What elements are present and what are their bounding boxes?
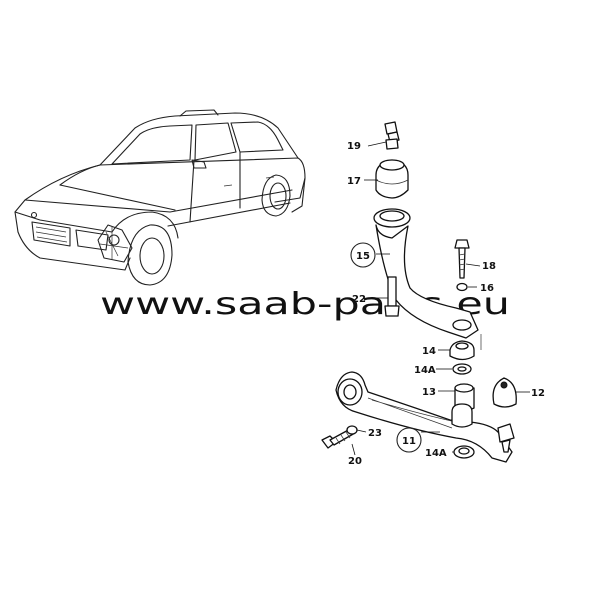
leader-lines [351, 141, 530, 456]
callout-14: 14 [422, 346, 436, 357]
callout-23: 23 [368, 428, 382, 439]
part-11-lower-arm [335, 371, 515, 463]
part-16-nut [456, 282, 468, 292]
callout-circle-11 [396, 427, 422, 453]
callout-13: 13 [422, 387, 436, 398]
callout-22: 22 [352, 294, 366, 305]
part-19-sleeves [384, 121, 400, 150]
part-12-rubber-boot [492, 377, 517, 408]
part-14a-ring-upper [452, 363, 472, 375]
part-14-ball-joint [449, 340, 475, 361]
callout-12: 12 [531, 388, 545, 399]
callout-16: 16 [480, 283, 494, 294]
callout-18: 18 [482, 261, 496, 272]
part-15-upper-arm [373, 208, 479, 339]
part-23-nut [346, 425, 358, 435]
part-22-bolt [384, 276, 400, 317]
part-14a-ring-lower [453, 445, 475, 459]
callout-14a-top: 14A [414, 365, 436, 376]
part-17-bushing [375, 159, 409, 199]
callout-circle-15 [350, 242, 376, 268]
part-18-bolt [454, 239, 470, 279]
callout-20: 20 [348, 456, 362, 467]
callout-11: 11 [402, 436, 416, 447]
callout-17: 17 [347, 176, 361, 187]
car-illustration [14, 109, 306, 286]
callout-15: 15 [356, 251, 370, 262]
callout-14a-bottom: 14A [425, 448, 447, 459]
callout-19: 19 [347, 141, 361, 152]
